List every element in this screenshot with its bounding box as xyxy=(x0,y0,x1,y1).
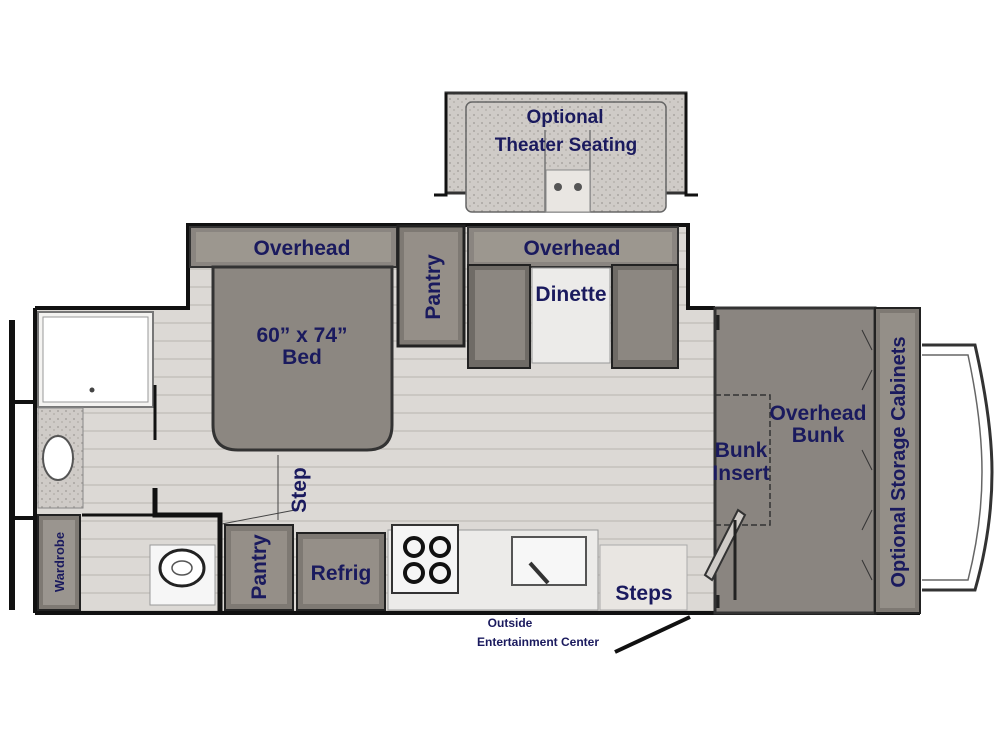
label-overhead-right: Overhead xyxy=(524,237,621,260)
wardrobe xyxy=(37,514,81,611)
overhead-cabinet-left xyxy=(189,226,398,268)
bath-sink xyxy=(37,407,84,509)
label-bunk-insert-1: Bunk xyxy=(715,439,768,462)
dinette xyxy=(467,226,679,369)
bath-walls xyxy=(82,385,223,612)
label-refrig: Refrig xyxy=(311,562,372,585)
label-dinette: Dinette xyxy=(535,283,606,306)
label-entertainment-center: Entertainment Center xyxy=(477,635,599,649)
rear-bumper xyxy=(9,320,35,610)
label-outside: Outside xyxy=(488,616,533,630)
label-theater-line1: Optional xyxy=(526,107,603,128)
label-bed-size: 60” x 74” xyxy=(256,324,347,347)
refrigerator xyxy=(296,532,386,611)
step-divider xyxy=(221,455,296,525)
label-overhead-bunk-2: Bunk xyxy=(792,424,845,447)
shower xyxy=(37,311,154,408)
label-storage-cabinets: Optional Storage Cabinets xyxy=(888,336,910,587)
pantry-bottom xyxy=(224,524,294,611)
kitchen-counter xyxy=(387,524,599,611)
cab-front xyxy=(922,343,994,592)
bed xyxy=(211,265,394,452)
entry-steps xyxy=(599,315,747,611)
storage-cabinets xyxy=(861,307,921,614)
label-wardrobe: Wardrobe xyxy=(52,532,67,592)
label-theater-line2: Theater Seating xyxy=(495,135,638,156)
pantry-top xyxy=(396,224,466,348)
label-pantry-bottom: Pantry xyxy=(248,534,271,600)
toilet xyxy=(149,544,216,606)
label-bed: Bed xyxy=(282,346,322,369)
label-overhead-left: Overhead xyxy=(254,237,351,260)
label-bunk-insert-2: Insert xyxy=(712,462,769,485)
label-pantry-top: Pantry xyxy=(422,254,445,320)
theater-seating xyxy=(434,91,698,213)
overhead-bunk xyxy=(713,306,877,615)
outside-door xyxy=(614,615,691,654)
label-steps: Steps xyxy=(615,582,672,605)
label-step: Step xyxy=(288,467,311,513)
label-overhead-bunk-1: Overhead xyxy=(770,402,867,425)
